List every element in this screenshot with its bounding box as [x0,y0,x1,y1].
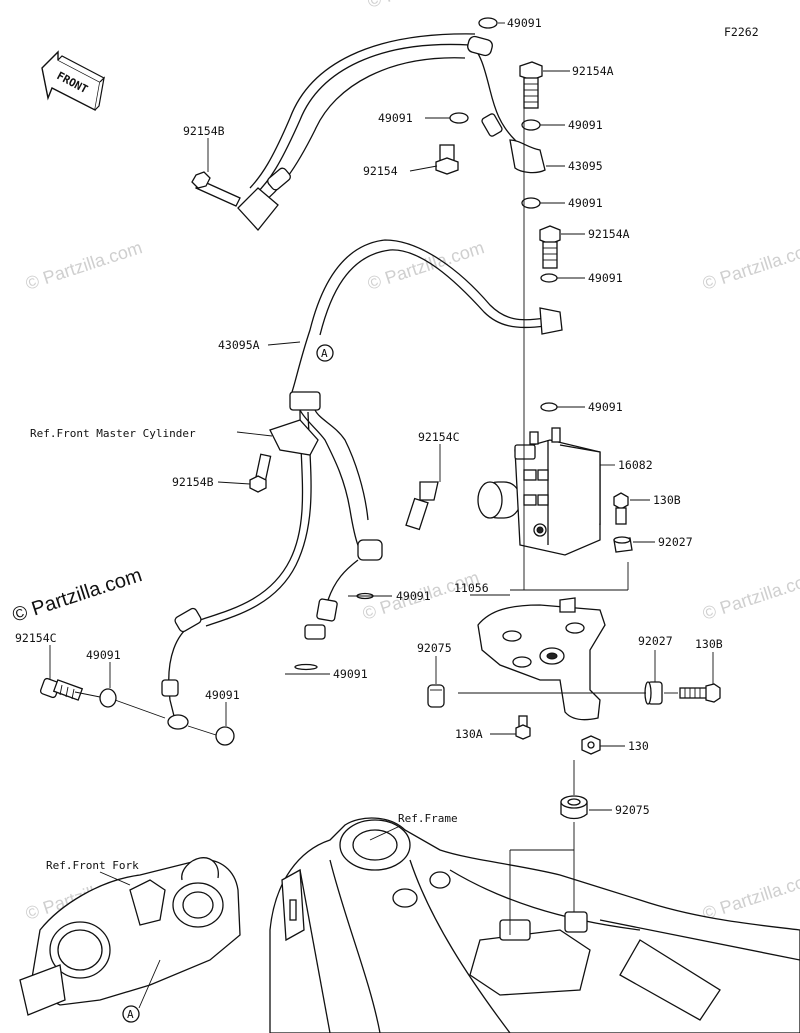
washer-49091-6 [540,402,558,412]
washer-49091-3 [521,119,541,131]
part-label: 92154B [183,124,225,138]
grommet-92075-left [427,684,445,708]
bolt-92154B-lower [249,453,272,493]
washer-49091-2 [449,112,469,124]
watermark-text: © Partzilla.com [23,237,145,294]
bolt-130B-lower [679,683,721,703]
nut-130 [581,735,601,755]
front-fork-reference [19,857,241,1016]
part-label: 92027 [658,535,693,549]
grommet-92027-lower [644,681,663,705]
part-label: 49091 [396,589,431,603]
part-label: 49091 [588,400,623,414]
middle-brake-hose [161,239,563,730]
part-label: 92154A [588,227,630,241]
abs-hydraulic-unit [477,427,601,556]
part-label: 92027 [638,634,673,648]
callout-a-circle [122,1005,140,1023]
part-label: 92154 [363,164,398,178]
bolt-92154-upper [435,144,459,175]
callout-a-label: A [321,347,328,360]
grommet-92075-lower [560,795,588,820]
part-label: 49091 [86,648,121,662]
watermark-text: © Partzilla.com [365,237,487,294]
front-arrow-icon: FRONT [41,50,106,112]
part-label: 49091 [568,196,603,210]
part-label: 92154A [572,64,614,78]
part-label: 49091 [333,667,368,681]
part-label: 92154C [15,631,57,645]
part-label: 130 [628,739,649,753]
washer-49091-10 [294,663,318,671]
ref-frame: Ref.Frame [398,812,458,825]
part-label: 49091 [378,111,413,125]
watermark-text: © Partzilla.com [700,567,800,624]
washer-49091-4 [521,197,541,209]
washer-49091-8 [215,726,235,746]
part-label: 92154C [418,430,460,444]
banjo-bolt-92154A-lower [539,225,561,269]
part-label: 43095A [218,338,260,352]
part-label: 49091 [568,118,603,132]
leader-lines [49,22,714,1009]
part-label: 92075 [615,803,650,817]
watermark-text: © Partzilla.com [365,0,487,12]
watermark-text: © Partzilla.com [700,237,800,294]
part-label: 11056 [454,581,489,595]
ref-master-cylinder: Ref.Front Master Cylinder [30,427,196,440]
part-label: 49091 [507,16,542,30]
washer-49091-7 [99,688,117,708]
ref-front-fork: Ref.Front Fork [46,859,139,872]
watermark-text: © Partzilla.com [10,564,145,627]
bolt-92154B-upper [191,171,241,207]
upper-brake-hose [237,33,546,232]
part-label: 130A [455,727,483,741]
abs-bracket [477,597,606,721]
watermark-text: © Partzilla.com [700,867,800,924]
part-label: 49091 [205,688,240,702]
part-label: 92075 [417,641,452,655]
part-label: 43095 [568,159,603,173]
part-label: 49091 [588,271,623,285]
washer-49091-1 [478,17,498,29]
part-label: 16082 [618,458,653,472]
bolt-130A [515,715,531,740]
banjo-bolt-92154A-upper [519,61,543,109]
bolt-130B-upper [613,492,629,525]
part-label: 92154B [172,475,214,489]
bolt-92154C-middle [405,481,439,531]
washer-49091-5 [540,273,558,283]
bolt-92154C-left [39,677,84,701]
figure-code: F2262 [724,25,759,39]
frame-reference [269,817,800,1033]
part-label: 130B [653,493,681,507]
grommet-92027-upper [613,536,633,553]
part-label: 130B [695,637,723,651]
callout-a-circle [316,344,334,362]
watermark-layer: © Partzilla.com © Partzilla.com © Partzi… [10,0,800,924]
callout-a-label: A [127,1008,134,1021]
